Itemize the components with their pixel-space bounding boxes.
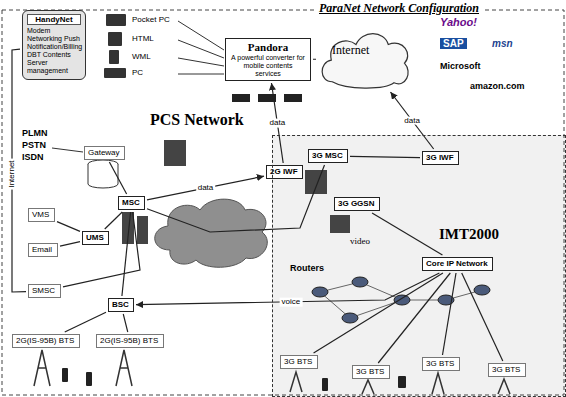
connector bbox=[350, 156, 420, 157]
network-name: PSTN bbox=[22, 141, 46, 151]
connector bbox=[147, 176, 264, 200]
node-title: MSC bbox=[122, 198, 141, 207]
base-station-box: 3G BTS bbox=[422, 357, 460, 371]
connector bbox=[462, 273, 503, 361]
server-box: Email bbox=[28, 243, 58, 257]
connector bbox=[60, 242, 80, 247]
connector bbox=[65, 312, 106, 332]
node-title: SMSC bbox=[32, 286, 57, 295]
server-box: VMS bbox=[28, 208, 55, 222]
base-station-box: 2G(IS-95B) BTS bbox=[96, 334, 164, 348]
server-icons bbox=[122, 140, 350, 244]
connector bbox=[442, 273, 456, 355]
device-label: PC bbox=[132, 69, 143, 78]
outer-border bbox=[2, 10, 564, 395]
connector bbox=[105, 212, 122, 229]
connector-label: data bbox=[196, 184, 216, 193]
node-title: Pandora bbox=[230, 41, 306, 54]
network-name: PLMN bbox=[22, 129, 48, 139]
node-title: HandyNet bbox=[27, 14, 81, 25]
node-title: 3G IWF bbox=[426, 153, 455, 162]
node-title: 3G BTS bbox=[492, 365, 522, 374]
node-title: 3G MSC bbox=[312, 151, 344, 160]
connector-label: voice bbox=[280, 297, 303, 306]
node-title: Internet bbox=[332, 44, 413, 58]
stream-label: video bbox=[350, 237, 370, 247]
gateway-box: 3G GGSN bbox=[334, 197, 380, 211]
node-body: A powerful converter for mobile contents… bbox=[230, 54, 306, 78]
device-label: WML bbox=[132, 53, 151, 62]
connector-label: Internet bbox=[8, 158, 17, 189]
node-title: IMT2000 bbox=[439, 226, 499, 243]
imt-region-fill bbox=[272, 135, 566, 397]
node-title: 3G BTS bbox=[284, 357, 314, 366]
node-title: UMS bbox=[86, 233, 105, 242]
switch-box: MSC bbox=[118, 196, 145, 210]
site-logo: Yahoo! bbox=[440, 16, 477, 28]
base-station-box: 3G BTS bbox=[280, 355, 318, 369]
base-station-box: 3G BTS bbox=[488, 363, 526, 377]
router-links bbox=[320, 282, 482, 318]
diagram-title: ParaNet Network Configuration bbox=[316, 1, 482, 16]
node-title: VMS bbox=[32, 210, 51, 219]
connector bbox=[372, 213, 442, 255]
node-title: Email bbox=[32, 245, 54, 254]
node-title: 3G GGSN bbox=[338, 199, 376, 208]
base-station-box: 2G(IS-95B) BTS bbox=[12, 334, 80, 348]
connector-label: data bbox=[402, 116, 422, 125]
connector bbox=[63, 212, 140, 287]
connector-label: data bbox=[268, 119, 288, 128]
connector bbox=[147, 165, 325, 232]
router-label: Routers bbox=[290, 264, 324, 274]
site-logo: SAP bbox=[440, 38, 467, 49]
server-box: SMSC bbox=[28, 284, 61, 298]
node-title: 3G BTS bbox=[356, 367, 386, 376]
device-leaders bbox=[178, 21, 224, 74]
device-label: Pocket PC bbox=[132, 16, 170, 25]
connector bbox=[123, 314, 128, 332]
interworking-box: 3G IWF bbox=[422, 151, 459, 165]
network-name: ISDN bbox=[22, 153, 44, 163]
node-title: Core IP Network bbox=[426, 259, 489, 268]
device-label: HTML bbox=[132, 35, 154, 44]
device-icons bbox=[104, 14, 126, 78]
controller-box: BSC bbox=[108, 298, 134, 312]
node-title: 2G(IS-95B) BTS bbox=[16, 336, 76, 345]
network-cloud bbox=[155, 199, 268, 267]
node-body: Modem Networking Push Notification/Billi… bbox=[27, 27, 81, 75]
connector bbox=[57, 222, 80, 232]
internet-cloud: Internet bbox=[318, 28, 413, 90]
connector bbox=[314, 273, 443, 353]
gateway-box: Gateway bbox=[84, 146, 125, 160]
cloud-outline bbox=[318, 28, 413, 90]
connector bbox=[109, 162, 126, 194]
node-title: Gateway bbox=[88, 148, 121, 157]
network-box: Core IP Network bbox=[422, 257, 493, 271]
connector bbox=[391, 92, 434, 149]
connector bbox=[122, 212, 131, 296]
connector bbox=[378, 273, 450, 363]
router-symbols bbox=[312, 277, 490, 323]
pandora-servers bbox=[232, 94, 302, 102]
node-title: 2G(IS-95B) BTS bbox=[100, 336, 160, 345]
site-logo: Microsoft bbox=[440, 62, 481, 72]
base-station-box: 3G BTS bbox=[352, 365, 390, 379]
node-title: 2G IWF bbox=[270, 167, 299, 176]
handset-device: HandyNetModem Networking Push Notificati… bbox=[22, 10, 86, 80]
node-title: 3G BTS bbox=[426, 359, 456, 368]
network-name: PCS Network bbox=[150, 111, 244, 129]
switch-box: 3G MSC bbox=[308, 149, 348, 163]
connector bbox=[313, 59, 316, 60]
server-box: UMS bbox=[82, 231, 109, 245]
node-title: BSC bbox=[112, 300, 130, 309]
gateway-server-box: PandoraA powerful converter for mobile c… bbox=[225, 38, 311, 81]
site-logo: amazon.com bbox=[470, 82, 525, 92]
site-logo: msn bbox=[492, 38, 513, 49]
